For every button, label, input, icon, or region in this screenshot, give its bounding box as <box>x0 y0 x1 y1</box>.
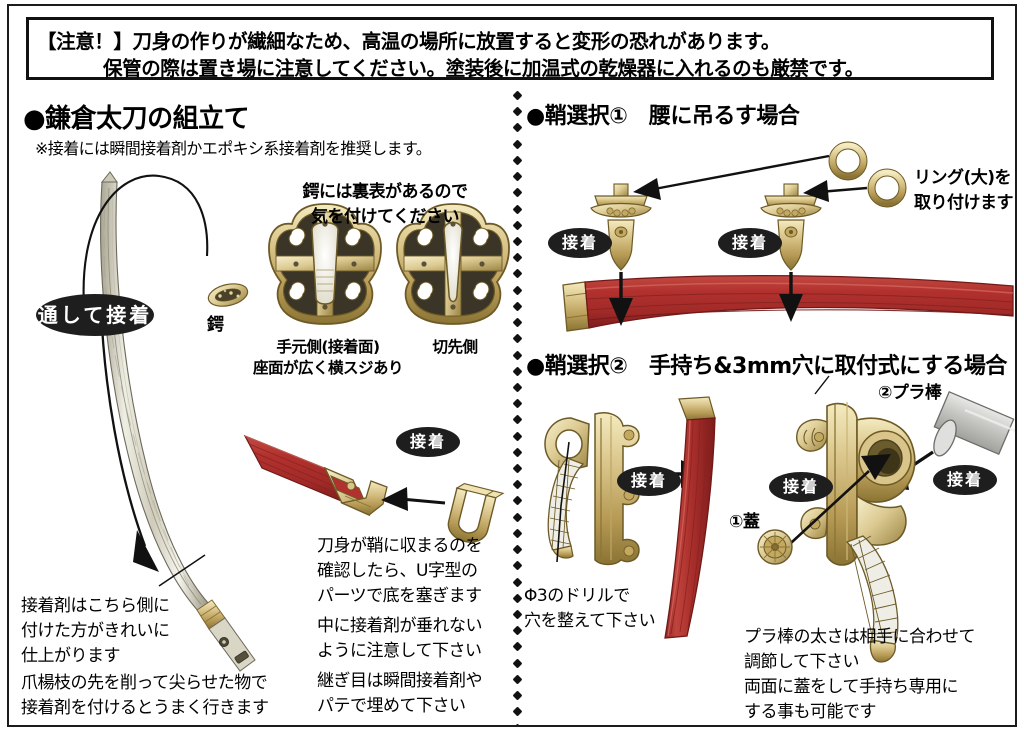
divider-dot <box>512 155 522 166</box>
ushape-part-note: 刀身が鞘に収まるのを 確認したら、U字型の パーツで底を塞ぎます <box>317 536 483 606</box>
divider-dot <box>512 512 522 523</box>
ring-attach-note: リング(大)を 取り付けます <box>914 168 1014 213</box>
divider-dot <box>512 447 522 458</box>
column-divider <box>510 90 524 725</box>
blade-glue-side-note: 接着剤はこちら側に 付けた方がきれいに 仕上がります <box>21 596 170 666</box>
divider-dot <box>512 593 522 604</box>
plastic-rod-note: プラ棒の太さは相手に合わせて 調節して下さい 両面に蓋をして手持ち専用に する事… <box>744 627 976 722</box>
divider-dot <box>512 187 522 198</box>
divider-dot <box>512 577 522 588</box>
toothpick-note: 爪楊枝の先を削って尖らせた物で 接着剤を付けるとうまく行きます <box>21 673 269 718</box>
divider-dot <box>512 301 522 312</box>
divider-dot <box>512 528 522 539</box>
divider-dot <box>512 625 522 636</box>
glue-callout-scabbard-cap: 接着 <box>396 427 460 457</box>
divider-dot <box>512 706 522 717</box>
divider-dot <box>512 496 522 506</box>
tsuba-back-label: 切先側 <box>432 338 478 356</box>
glue-callout-cap: 接着 <box>769 472 833 502</box>
divider-dot <box>512 398 522 409</box>
divider-dot <box>512 544 522 555</box>
divider-dot <box>512 90 522 101</box>
warning-line-1: 【注意！】刀身の作りが繊細なため、高温の場所に放置すると変形の恐れがあります。 <box>37 30 780 53</box>
drill-note: Φ3のドリルで 穴を整えて下さい <box>524 586 656 631</box>
divider-dot <box>512 674 522 685</box>
scabbard-tip-assembly-illustration <box>243 434 505 543</box>
divider-dot <box>512 479 522 490</box>
plastic-rod-label: ②プラ棒 <box>878 383 942 403</box>
divider-dot <box>512 609 522 620</box>
glue-callout-mount-left: 接着 <box>548 228 612 258</box>
left-adhesive-note: ※接着には瞬間接着剤かエポキシ系接着剤を推奨します。 <box>35 139 432 158</box>
tsuba-front-label: 手元側(接着面) 座面が広く横スジあり <box>252 338 404 377</box>
divider-dot <box>512 641 522 652</box>
divider-dot <box>512 204 522 214</box>
scabbard-horizontal-illustration <box>562 274 1014 332</box>
divider-dot <box>512 431 522 442</box>
divider-dot <box>512 122 522 133</box>
glue-drip-note: 中に接着剤が垂れない ように注意して下さい <box>317 616 483 661</box>
divider-dot <box>512 236 522 247</box>
warning-box: 【注意！】刀身の作りが繊細なため、高温の場所に放置すると変形の恐れがあります。 … <box>26 17 994 80</box>
divider-dot <box>512 106 522 117</box>
divider-dot <box>512 252 522 263</box>
cap-disc-illustration <box>757 529 793 565</box>
divider-dot <box>512 171 522 182</box>
divider-dot <box>512 382 522 393</box>
divider-dot <box>512 220 522 231</box>
divider-dot <box>512 139 522 150</box>
left-section-heading: ●鎌倉太刀の組立て <box>23 104 250 134</box>
tsuba-orientation-note: 鍔には裏表があるので 気を付けてください <box>302 182 469 227</box>
divider-dot <box>512 317 522 328</box>
divider-dot <box>512 350 522 360</box>
ring-large-illustration <box>828 141 907 208</box>
glue-callout-mount-right: 接着 <box>718 228 782 258</box>
right-section-2-heading: ●鞘選択② 手持ち&3mm穴に取付式にする場合 <box>526 354 1007 379</box>
divider-dot <box>512 723 522 725</box>
glue-callout-rod: 接着 <box>933 465 997 495</box>
instruction-sheet: 【注意！】刀身の作りが繊細なため、高温の場所に放置すると変形の恐れがあります。 … <box>7 4 1017 727</box>
mount-socket-illustration <box>778 402 916 663</box>
divider-dot <box>512 658 522 669</box>
divider-dot <box>512 333 522 344</box>
divider-dot <box>512 414 522 425</box>
thread-glue-callout: 通して接着 <box>36 294 154 336</box>
kozuka-label: 鍔 <box>207 315 224 335</box>
divider-dot <box>512 268 522 279</box>
kozuka-ornament-illustration <box>207 283 249 307</box>
divider-dot <box>512 463 522 474</box>
ring-pointer-lines <box>633 154 868 202</box>
seam-fill-note: 継ぎ目は瞬間接着剤や パテで埋めて下さい <box>317 671 483 716</box>
cap-label: ①蓋 <box>729 512 760 532</box>
divider-dot <box>512 366 522 377</box>
hanger-mount-left-illustration <box>590 183 652 326</box>
warning-line-2: 保管の際は置き場に注意してください。塗装後に加温式の乾燥器に入れるのも厳禁です。 <box>103 57 864 80</box>
glue-callout-hilt: 接着 <box>617 466 681 496</box>
blade-note-leader <box>158 554 206 587</box>
divider-dot <box>512 560 522 571</box>
scabbard-vertical-illustration <box>664 396 716 639</box>
divider-dot <box>512 285 522 296</box>
right-section-1-heading: ●鞘選択① 腰に吊るす場合 <box>526 104 800 129</box>
divider-dot <box>512 690 522 701</box>
